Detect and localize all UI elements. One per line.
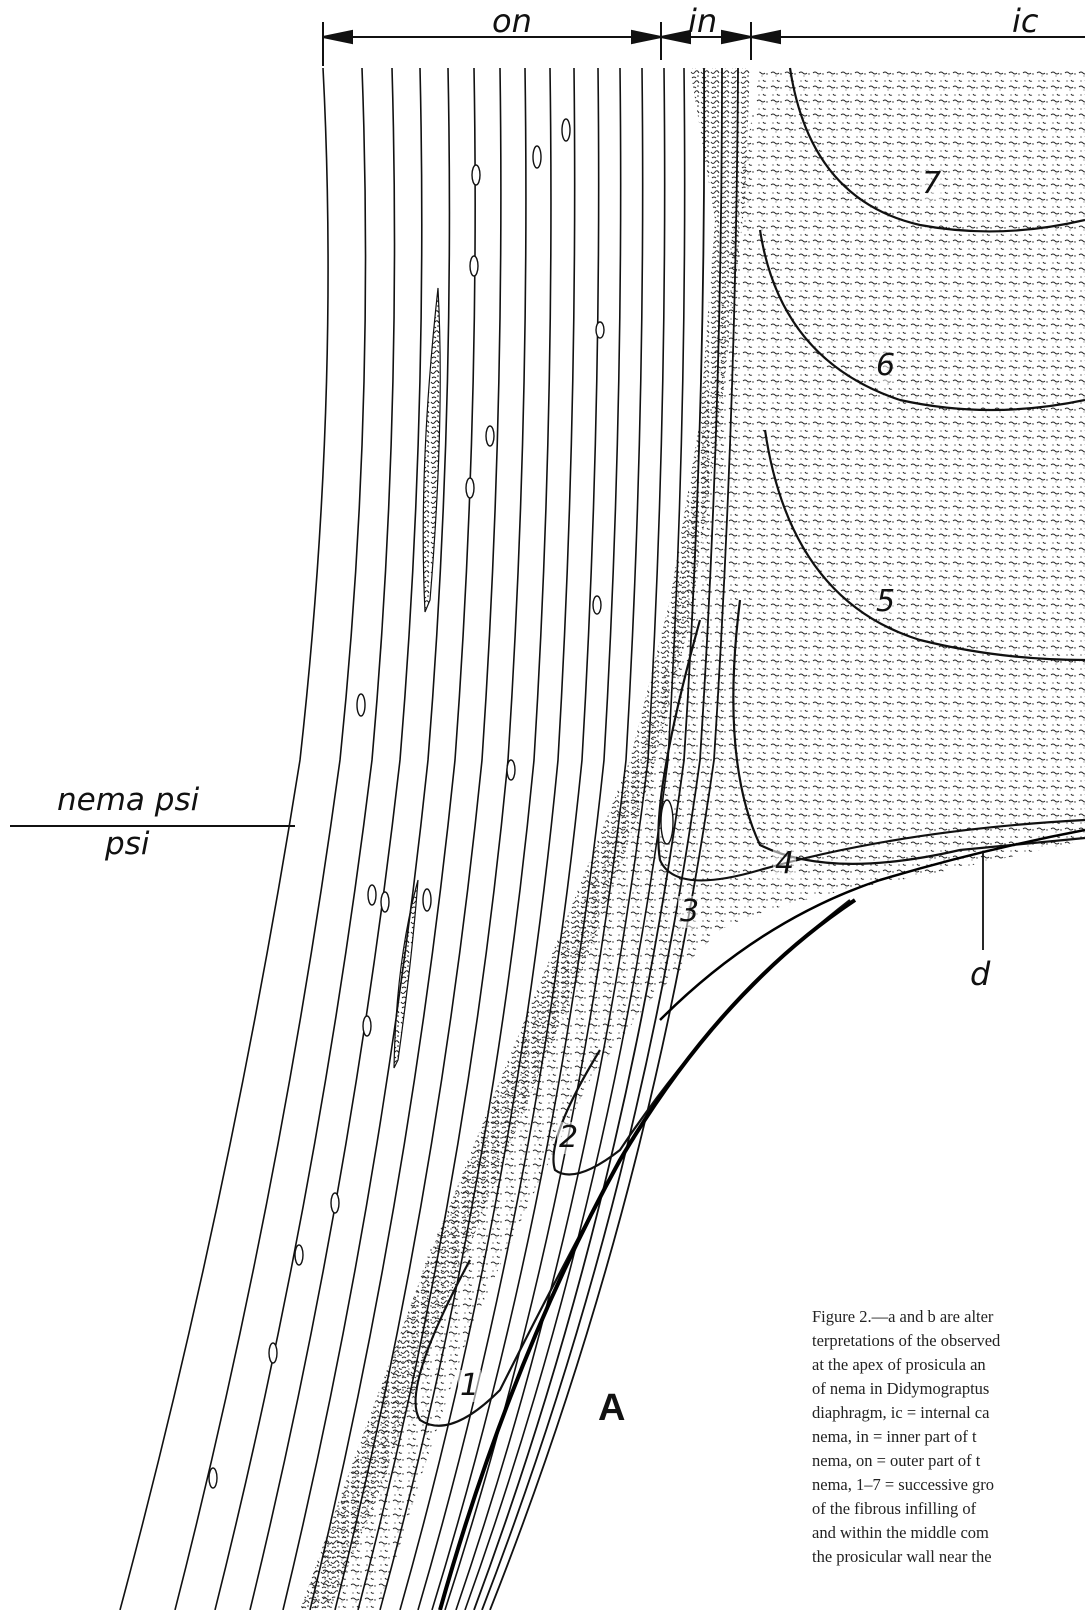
caption-line: at the apex of prosicula an: [812, 1353, 1085, 1377]
label-nema-psi: nema psi: [57, 782, 199, 818]
stage-label-5: 5: [874, 586, 897, 618]
stage-label-1: 1: [458, 1370, 481, 1402]
caption-line: nema, in = inner part of t: [812, 1425, 1085, 1449]
outer-nema-lens-lower: [394, 880, 418, 1068]
caption-line: terpretations of the observed: [812, 1329, 1085, 1353]
label-d: d: [970, 955, 990, 993]
stage-label-6: 6: [874, 350, 897, 382]
caption-line: the prosicular wall near the: [812, 1545, 1085, 1569]
stage-label-4: 4: [773, 848, 796, 880]
caption-line: and within the middle com: [812, 1521, 1085, 1545]
stage-label-3: 3: [678, 896, 701, 928]
caption-line: diaphragm, ic = internal ca: [812, 1401, 1085, 1425]
stage-label-7: 7: [920, 168, 943, 200]
label-ic: ic: [1012, 2, 1038, 40]
panel-label: A: [598, 1387, 625, 1430]
label-psi: psi: [105, 826, 149, 862]
stage-label-2: 2: [557, 1122, 580, 1154]
caption-line: nema, 1–7 = successive gro: [812, 1473, 1085, 1497]
outer-nema-lens: [423, 288, 440, 612]
nema-psi-divider: [10, 825, 295, 827]
caption-line: of the fibrous infilling of: [812, 1497, 1085, 1521]
label-on: on: [492, 2, 532, 40]
caption-line: of nema in Didymograptus: [812, 1377, 1085, 1401]
caption-line: nema, on = outer part of t: [812, 1449, 1085, 1473]
label-in: in: [688, 2, 717, 40]
figure-caption: Figure 2.—a and b are alter terpretation…: [812, 1305, 1085, 1569]
caption-line: Figure 2.—a and b are alter: [812, 1305, 1085, 1329]
